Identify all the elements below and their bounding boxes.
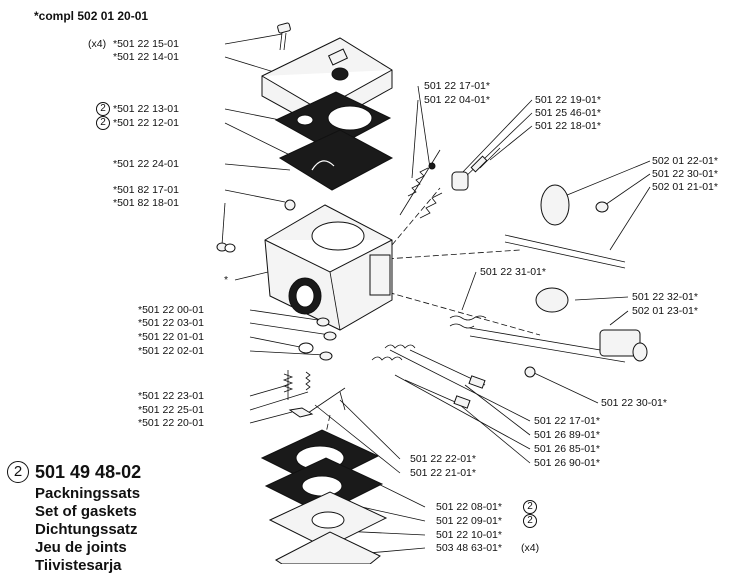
kit-name-fi: Tiivistesarja	[35, 557, 122, 574]
part-label: 502 01 22-01*	[652, 155, 718, 167]
part-label: 501 26 90-01*	[534, 457, 600, 469]
part-label: *501 22 25-01	[138, 404, 204, 416]
part-label: 501 22 17-01*	[424, 80, 490, 92]
part-label: *501 82 17-01	[113, 184, 179, 196]
cover-screw	[277, 22, 291, 51]
part-label: *501 22 13-01	[113, 103, 179, 115]
part-label: *501 22 01-01	[138, 331, 204, 343]
part-label: *501 22 20-01	[138, 417, 204, 429]
label-suffix-x4: (x4)	[521, 542, 540, 554]
part-label: 501 22 22-01*	[410, 453, 476, 465]
part-label: *501 22 12-01	[113, 117, 179, 129]
leader-lines	[221, 33, 651, 561]
metering-gaskets	[260, 429, 388, 564]
small-washers	[216, 242, 337, 361]
part-label: 501 22 10-01*	[436, 529, 502, 541]
part-label: *501 22 23-01	[138, 390, 204, 402]
kit-marker: 2	[7, 461, 29, 483]
metering-lever	[282, 370, 346, 418]
part-label: 501 25 46-01*	[535, 107, 601, 119]
gasket-kit-marker: 2	[523, 500, 537, 514]
part-label: 502 01 21-01*	[652, 181, 718, 193]
part-label: 501 22 30-01*	[601, 397, 667, 409]
part-label: 502 01 23-01*	[632, 305, 698, 317]
kit-name-de: Dichtungssatz	[35, 521, 138, 538]
throttle-shaft	[504, 184, 626, 269]
assembly-title: *compl 502 01 20-01	[34, 9, 149, 23]
part-label: *	[224, 274, 229, 286]
part-label: *501 82 18-01	[113, 197, 179, 209]
kit-number: 501 49 48-02	[35, 462, 142, 482]
part-label: 501 22 17-01*	[534, 415, 600, 427]
part-label: *501 22 00-01	[138, 304, 204, 316]
part-label: *501 22 14-01	[113, 51, 179, 63]
part-label: 501 22 32-01*	[632, 291, 698, 303]
adjusting-screws	[371, 344, 486, 409]
part-label: 501 22 31-01*	[480, 266, 546, 278]
pump-diaphragm	[278, 129, 394, 191]
choke-shaft	[449, 287, 648, 378]
kit-name-fr: Jeu de joints	[35, 539, 127, 556]
part-label: 501 26 89-01*	[534, 429, 600, 441]
part-label: *501 22 15-01	[113, 38, 179, 50]
part-label: 501 22 09-01*	[436, 515, 502, 527]
part-label: 501 22 30-01*	[652, 168, 718, 180]
part-label: 503 48 63-01*	[436, 542, 502, 554]
part-label: *501 22 24-01	[113, 158, 179, 170]
part-label: 501 26 85-01*	[534, 443, 600, 455]
kit-name-sv: Packningssats	[35, 485, 141, 502]
gasket-kit-marker: 2	[96, 102, 110, 116]
needle-valve	[399, 147, 501, 219]
part-label: 501 22 08-01*	[436, 501, 502, 513]
part-label: 501 22 21-01*	[410, 467, 476, 479]
carburetor-body	[264, 199, 393, 331]
label-prefix-x4: (x4)	[88, 38, 107, 50]
kit-name-en: Set of gaskets	[35, 503, 137, 520]
part-label: 501 22 19-01*	[535, 94, 601, 106]
part-label: 501 22 04-01*	[424, 94, 490, 106]
gasket-kit-marker: 2	[523, 514, 537, 528]
part-label: *501 22 02-01	[138, 345, 204, 357]
part-label: *501 22 03-01	[138, 317, 204, 329]
pump-gasket	[274, 91, 392, 151]
part-label: 501 22 18-01*	[535, 120, 601, 132]
gasket-kit-marker: 2	[96, 116, 110, 130]
